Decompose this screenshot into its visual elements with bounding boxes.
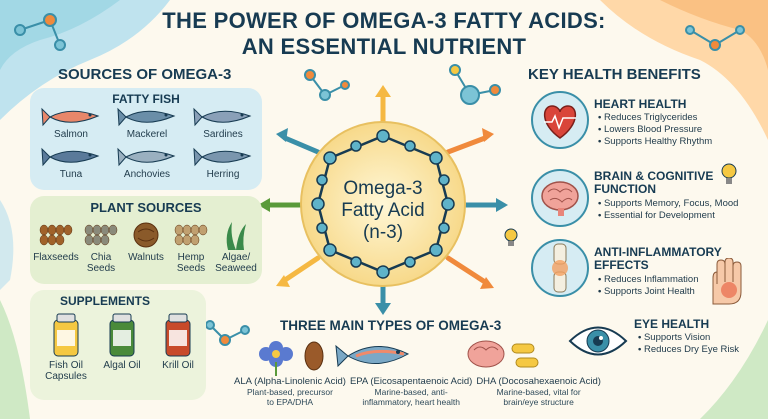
benefits-heading: KEY HEALTH BENEFITS (528, 66, 701, 83)
supplements-heading: SUPPLEMENTS (59, 294, 150, 308)
benefit-title-eye: EYE HEALTH (634, 317, 710, 331)
inflamed-hand-icon (712, 258, 742, 305)
plant-sources-row: Flaxseeds Chia Seeds Walnuts Hemp Seeds Alga… (30, 218, 262, 282)
brain-icon (531, 169, 589, 227)
plant-label-2: Walnuts (128, 252, 164, 263)
supplement-bottle-0-icon (53, 313, 79, 357)
center-line-2: Fatty Acid (341, 200, 425, 221)
fish-sardines-icon (193, 107, 252, 127)
center-line-1: Omega-3 (343, 178, 423, 199)
plant-0-icon (39, 224, 73, 246)
supplement-bottle-1-icon (109, 313, 135, 357)
plant-2-icon (133, 222, 159, 248)
benefit-list-eye: Supports VisionReduces Dry Eye Risk (638, 332, 739, 356)
salmon-icon (335, 344, 410, 368)
type-desc-0: Plant-based, precursor to EPA/DHA (246, 387, 333, 407)
benefit-title-heart: HEART HEALTH (594, 97, 687, 111)
title-line-1: THE POWER OF OMEGA-3 FATTY ACIDS: (162, 8, 606, 33)
heart-icon (531, 91, 589, 149)
fish-label-mackerel: Mackerel (126, 129, 168, 140)
center-line-3: (n-3) (362, 222, 404, 243)
supplement-label-0: Fish Oil Capsules (45, 360, 87, 382)
plant-label-1: Chia Seeds (86, 252, 116, 274)
sources-heading: SOURCES OF OMEGA-3 (58, 66, 232, 83)
eye-icon (568, 326, 628, 356)
fish-herring-icon (193, 147, 252, 167)
types-icons (259, 340, 539, 376)
type-name-2: DHA (Docosahexaenoic Acid) (476, 376, 601, 387)
benefit-list-brain: Supports Memory, Focus, MoodEssential fo… (598, 198, 738, 222)
fish-anchovies-icon (117, 147, 176, 167)
benefit-list-inflammatory: Reduces InflammationSupports Joint Healt… (598, 274, 699, 298)
plant-3-icon (174, 224, 208, 246)
type-desc-1: Marine-based, anti- inflammatory, heart … (362, 387, 460, 407)
title-line-2: AN ESSENTIAL NUTRIENT (241, 34, 527, 59)
plant-label-4: Algae/ Seaweed (215, 252, 257, 274)
plant-1-icon (84, 224, 118, 246)
plant-sources-heading: PLANT SOURCES (90, 200, 202, 215)
capsules-icon (511, 343, 539, 368)
type-desc-2: Marine-based, vital for brain/eye struct… (496, 387, 581, 407)
benefit-point-0-2: Supports Healthy Rhythm (598, 136, 712, 148)
benefit-point-2-0: Reduces Inflammation (598, 274, 699, 286)
types-row: ALA (Alpha-Linolenic Acid)Plant-based, p… (232, 376, 601, 416)
benefit-title-inflammatory: ANTI-INFLAMMATORY EFFECTS (594, 246, 722, 272)
benefit-point-0-1: Lowers Blood Pressure (598, 124, 712, 136)
plant-4-icon (226, 222, 246, 250)
supplement-bottle-2-icon (165, 313, 191, 357)
benefit-point-2-1: Supports Joint Health (598, 286, 699, 298)
benefit-title-brain: BRAIN & COGNITIVE FUNCTION (594, 170, 713, 196)
benefit-title-inflammatory-text: ANTI-INFLAMMATORY EFFECTS (594, 245, 722, 272)
benefit-point-1-0: Supports Memory, Focus, Mood (598, 198, 738, 210)
type-name-1: EPA (Eicosapentaenoic Acid) (349, 376, 473, 387)
type-card-0: ALA (Alpha-Linolenic Acid)Plant-based, p… (232, 376, 348, 416)
benefit-point-3-0: Supports Vision (638, 332, 739, 344)
fish-mackerel-icon (117, 107, 176, 127)
type-card-2: DHA (Docosahexaenoic Acid)Marine-based, … (474, 376, 603, 416)
fish-label-tuna: Tuna (59, 169, 83, 180)
fish-label-salmon: Salmon (54, 129, 88, 140)
omega3-molecule-icon (300, 121, 466, 287)
flaxseed-icon (304, 341, 324, 371)
benefit-point-1-1: Essential for Development (598, 210, 738, 222)
plant-label-0: Flaxseeds (33, 252, 79, 263)
fish-tuna-icon (41, 147, 100, 167)
fish-salmon-icon (41, 107, 100, 127)
lightbulb-icon-2 (504, 228, 518, 246)
flax-flower-icon (259, 341, 293, 376)
fish-label-anchovies: Anchovies (123, 169, 171, 180)
fish-label-herring: Herring (206, 169, 240, 180)
supplements-row: Fish Oil Capsules Algal Oil Krill Oil (30, 310, 206, 400)
center-label: Omega-3 Fatty Acid (n-3) (318, 178, 448, 244)
fatty-fish-heading: FATTY FISH (112, 92, 180, 106)
supplement-label-2: Krill Oil (162, 360, 194, 371)
type-card-1: EPA (Eicosapentaenoic Acid)Marine-based,… (348, 376, 474, 416)
benefit-list-heart: Reduces TriglyceridesLowers Blood Pressu… (598, 112, 712, 148)
type-name-0: ALA (Alpha-Linolenic Acid) (234, 376, 346, 387)
dha-brain-icon (467, 340, 505, 368)
benefit-point-0-0: Reduces Triglycerides (598, 112, 712, 124)
page-title: THE POWER OF OMEGA-3 FATTY ACIDS: AN ESS… (150, 8, 618, 60)
supplement-label-1: Algal Oil (103, 360, 141, 371)
fish-label-sardines: Sardines (203, 129, 243, 140)
benefit-title-brain-text: BRAIN & COGNITIVE FUNCTION (594, 169, 714, 196)
lightbulb-icon (721, 163, 737, 184)
fatty-fish-panel (30, 88, 262, 190)
types-heading: THREE MAIN TYPES OF OMEGA-3 (280, 318, 502, 333)
benefit-point-3-1: Reduces Dry Eye Risk (638, 344, 739, 356)
knee-joint-icon (531, 239, 589, 297)
plant-label-3: Hemp Seeds (176, 252, 206, 274)
